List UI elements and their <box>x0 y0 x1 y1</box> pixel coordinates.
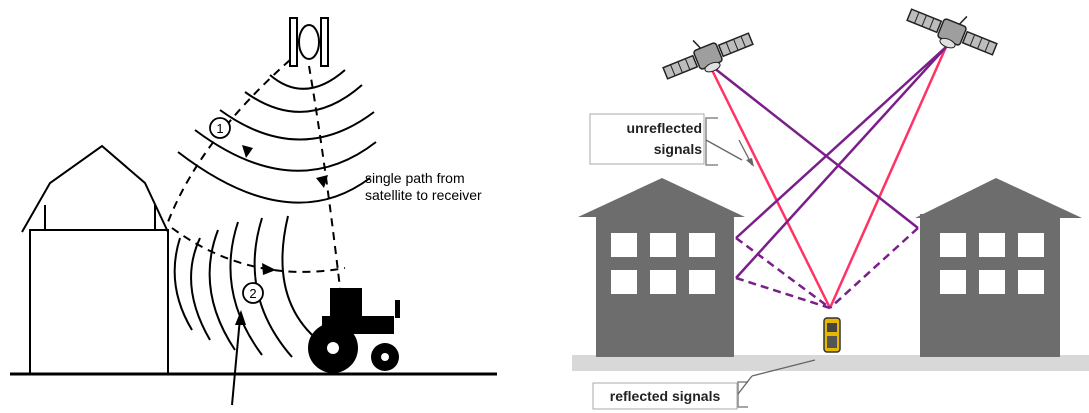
barn-icon <box>21 144 169 374</box>
reflected-path-arrowhead-2 <box>262 263 276 275</box>
marker-1-circle <box>209 117 231 139</box>
unreflected-callout <box>705 117 754 167</box>
reflected-signal-dashed-2 <box>735 236 831 310</box>
reflected-path-arrow-2 <box>171 227 346 273</box>
single-path-label-line1: single path from <box>365 170 465 186</box>
building-icon-left <box>578 178 745 357</box>
direct-signal-2 <box>828 46 948 309</box>
marker-1-label: 1 <box>216 121 223 136</box>
reflected-label-box <box>592 382 738 410</box>
reflected-signal-dashed-3 <box>735 276 831 310</box>
reflected-path-arrowhead-1 <box>242 145 253 158</box>
satellite-icon <box>289 17 329 67</box>
tractor-front-hub <box>381 353 389 361</box>
pointer-arrowhead <box>235 310 246 325</box>
right-diagram: unreflected signals reflected signals <box>572 8 1089 410</box>
reflected-signal-solid-3 <box>735 46 947 279</box>
reflected-signal-solid-1 <box>708 63 919 229</box>
pointer-arrow <box>231 317 241 406</box>
reflected-path-arrow-1 <box>167 59 291 223</box>
building-icon-right <box>915 178 1082 357</box>
single-path-label-line2: satellite to receiver <box>365 187 482 203</box>
right-ground <box>572 355 1089 371</box>
direct-path-arrowhead <box>316 175 328 188</box>
reflected-signal-dashed-1 <box>829 227 919 309</box>
direct-signal-1 <box>707 63 832 309</box>
direct-path-arrow <box>308 65 341 289</box>
marker-2-circle <box>242 282 264 304</box>
reflected-signal-solid-2 <box>735 46 947 239</box>
unreflected-label-line1: unreflected <box>627 120 702 136</box>
satellite-icon-left <box>662 32 754 80</box>
tractor-rear-hub <box>327 342 339 354</box>
marker-2-label: 2 <box>249 286 256 301</box>
reflected-label: reflected signals <box>610 388 721 404</box>
unreflected-label-box <box>589 113 705 165</box>
satellite-icon-right <box>906 8 998 56</box>
unreflected-label-line2: signals <box>654 141 702 157</box>
reflected-callout <box>737 359 816 408</box>
gps-receiver-icon <box>823 317 841 353</box>
signal-wavefronts-top <box>177 69 377 204</box>
left-diagram: 1 2 single path from satellite to receiv… <box>10 17 497 406</box>
